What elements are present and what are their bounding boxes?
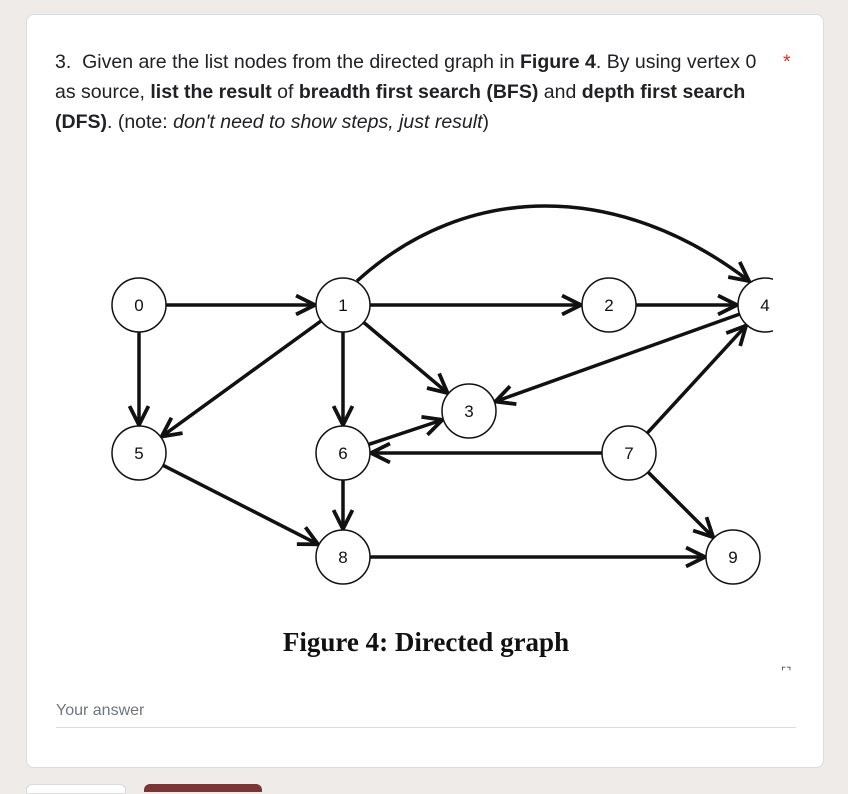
question-body: Given are the list nodes from the direct… bbox=[55, 51, 756, 133]
question-segment: depth first search (DFS) bbox=[55, 81, 746, 133]
question-segment: Figure 4 bbox=[520, 51, 596, 73]
graph-node-0: 0 bbox=[111, 277, 167, 333]
question-segment: of bbox=[271, 81, 299, 103]
node-circle bbox=[601, 425, 657, 481]
graph-node-1: 1 bbox=[315, 277, 371, 333]
node-label: 3 bbox=[464, 402, 473, 421]
question-segment: and bbox=[538, 81, 582, 103]
question-segment: . (note: bbox=[107, 111, 174, 133]
node-circle bbox=[705, 529, 761, 585]
question-segment: list the result bbox=[150, 81, 272, 103]
node-circle bbox=[441, 383, 497, 439]
graph-node-4: 4 bbox=[737, 277, 773, 333]
edge-6-to-3 bbox=[368, 420, 443, 447]
node-circle bbox=[581, 277, 637, 333]
question-segment: . By using vertex 0 as source, bbox=[55, 51, 757, 103]
next-button[interactable] bbox=[144, 784, 262, 792]
node-label: 8 bbox=[338, 548, 347, 567]
question-card: 3. Given are the list nodes from the dir… bbox=[26, 14, 824, 768]
graph-node-3: 3 bbox=[441, 383, 497, 439]
node-label: 1 bbox=[338, 296, 347, 315]
question-segment: ) bbox=[482, 111, 490, 133]
required-asterisk: * bbox=[783, 51, 791, 73]
node-circle bbox=[315, 425, 371, 481]
edges bbox=[139, 204, 749, 557]
edge-7-to-9 bbox=[646, 470, 713, 537]
graph-node-7: 7 bbox=[601, 425, 657, 481]
back-button[interactable] bbox=[26, 784, 126, 794]
node-circle bbox=[111, 425, 167, 481]
nodes: 0 1 2 3 4 5 6 7 8 9 bbox=[111, 277, 773, 585]
node-label: 4 bbox=[760, 296, 769, 315]
node-circle bbox=[111, 277, 167, 333]
question-segment: don't need to show steps, just result bbox=[173, 111, 483, 133]
graph-node-5: 5 bbox=[111, 425, 167, 481]
graph-node-8: 8 bbox=[315, 529, 371, 585]
node-label: 0 bbox=[134, 296, 143, 315]
node-label: 6 bbox=[338, 444, 347, 463]
edge-1-to-5 bbox=[162, 319, 323, 437]
question-segment: breadth first search (BFS) bbox=[298, 81, 539, 103]
graph-node-2: 2 bbox=[581, 277, 637, 333]
edge-7-to-4 bbox=[645, 326, 746, 435]
directed-graph-figure: 0 1 2 3 4 5 6 7 8 9 bbox=[111, 204, 773, 585]
question-text: 3. Given are the list nodes from the dir… bbox=[55, 47, 775, 137]
edge-4-to-3 bbox=[495, 312, 741, 401]
graph-node-6: 6 bbox=[315, 425, 371, 481]
node-label: 9 bbox=[728, 548, 737, 567]
node-label: 2 bbox=[604, 296, 613, 315]
node-circle bbox=[737, 277, 773, 333]
figure-caption: Figure 4: Directed graph bbox=[282, 627, 570, 657]
question-number: 3. bbox=[55, 51, 72, 73]
edge-5-to-8 bbox=[162, 463, 318, 544]
resize-handle-icon: ⌜⌝ bbox=[781, 665, 792, 678]
answer-input[interactable] bbox=[56, 702, 796, 728]
node-circle bbox=[315, 277, 371, 333]
node-circle bbox=[315, 529, 371, 585]
node-label: 5 bbox=[134, 444, 143, 463]
edge-1-to-4 bbox=[355, 204, 749, 281]
edge-1-to-3 bbox=[362, 321, 448, 393]
question-segment: Given are the list nodes from the direct… bbox=[82, 51, 521, 73]
node-label: 7 bbox=[624, 444, 633, 463]
graph-node-9: 9 bbox=[705, 529, 761, 585]
